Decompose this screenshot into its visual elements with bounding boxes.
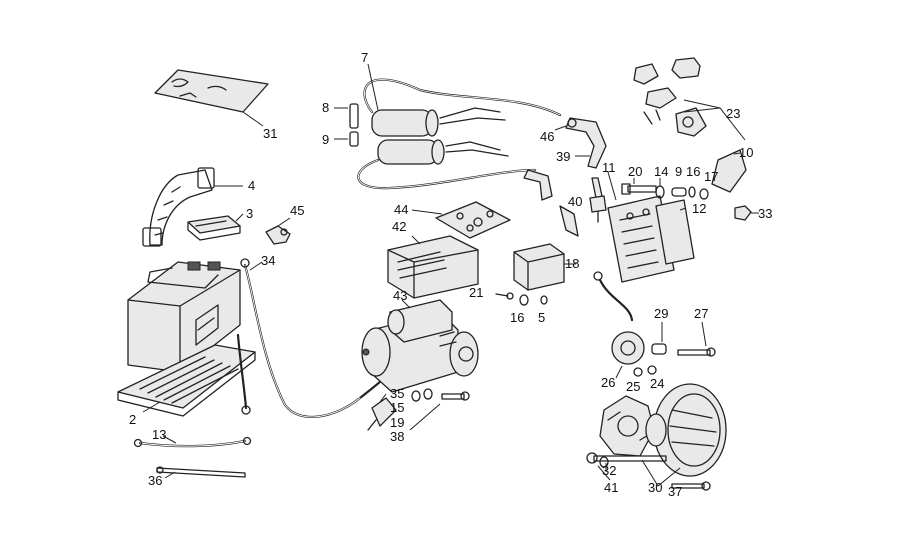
part-29-spacer	[651, 322, 667, 355]
callout-46: 46	[540, 129, 554, 144]
callout-42: 42	[392, 219, 406, 234]
callout-9b: 9	[675, 164, 682, 179]
callout-14: 14	[654, 164, 668, 179]
callout-43: 43	[393, 288, 407, 303]
callout-37: 37	[668, 484, 682, 499]
part-35-terminal	[367, 393, 397, 431]
part-battery	[127, 261, 241, 373]
callout-45: 45	[290, 203, 304, 218]
part-10-rubber-boot	[711, 149, 747, 193]
part-19-washer	[423, 388, 433, 400]
callout-29: 29	[654, 306, 668, 321]
part-39-spark-plug-cap	[523, 155, 590, 201]
callout-16b: 16	[510, 310, 524, 325]
callout-38: 38	[390, 429, 404, 444]
callout-5: 5	[538, 310, 545, 325]
callout-30: 30	[648, 480, 662, 495]
callout-3: 3	[246, 206, 253, 221]
callout-39: 39	[556, 149, 570, 164]
callout-9: 9	[322, 132, 329, 147]
callout-32: 32	[602, 463, 616, 478]
callout-10: 10	[739, 145, 753, 160]
callout-31: 31	[263, 126, 277, 141]
callout-23: 23	[726, 106, 740, 121]
callout-4: 4	[248, 178, 255, 193]
part-43-starter-motor	[361, 299, 479, 393]
callout-7: 7	[361, 50, 368, 65]
callout-labels: 31 7 8 9 46 39 23 10 11 20 14 9 16 17 12…	[129, 50, 772, 499]
callout-35: 35	[390, 386, 404, 401]
part-25-washer	[633, 367, 643, 377]
callout-40: 40	[568, 194, 582, 209]
callout-11: 11	[602, 160, 616, 175]
callout-36: 36	[148, 473, 162, 488]
part-41-washer	[597, 456, 611, 481]
part-2-battery-tray	[117, 344, 256, 417]
part-42-starter-cover	[387, 235, 479, 299]
part-44-gasket-set	[411, 201, 511, 239]
part-33-nut	[734, 205, 759, 221]
part-16a-washer	[688, 186, 696, 198]
callout-44: 44	[394, 202, 408, 217]
callout-34: 34	[261, 253, 275, 268]
part-16b-washer	[519, 294, 529, 306]
part-9b-spacer	[671, 187, 687, 197]
callout-2: 2	[129, 412, 136, 427]
callout-25: 25	[626, 379, 640, 394]
part-21-screw	[495, 292, 514, 300]
callout-17: 17	[704, 169, 718, 184]
callout-16a: 16	[686, 164, 700, 179]
callout-15: 15	[390, 400, 404, 415]
callout-33: 33	[758, 206, 772, 221]
callout-18: 18	[565, 256, 579, 271]
part-27-bolt	[677, 321, 716, 357]
part-24-nut	[647, 365, 657, 375]
callout-13: 13	[152, 427, 166, 442]
part-26-pickup-sensor	[593, 271, 645, 379]
callout-27: 27	[694, 306, 708, 321]
part-15-nut	[411, 390, 421, 402]
part-36-cable-strap	[156, 466, 246, 479]
part-17-nut	[699, 188, 709, 200]
part-7-ignition-coils	[357, 63, 562, 190]
part-5-nut	[540, 295, 548, 305]
part-18-relay	[513, 243, 576, 291]
callout-41: 41	[604, 480, 618, 495]
part-37-screw	[671, 481, 711, 491]
callout-20: 20	[628, 164, 642, 179]
callout-12: 12	[692, 201, 706, 216]
callout-24: 24	[650, 376, 664, 391]
part-14-washer	[655, 178, 665, 199]
part-13-cable	[133, 435, 252, 448]
callout-26: 26	[601, 375, 615, 390]
part-4-battery-strap	[142, 167, 243, 247]
part-11-voltage-regulator	[607, 171, 695, 283]
callout-19: 19	[390, 415, 404, 430]
part-46-spark-plug-cap	[554, 117, 607, 169]
part-32-bolt	[586, 452, 667, 472]
part-30-alternator	[599, 383, 727, 487]
part-23-ignition-switch	[633, 57, 746, 141]
part-9-spacer	[334, 131, 359, 147]
part-45-connector-cap	[265, 217, 291, 245]
part-8-bolt	[334, 103, 359, 129]
callout-8: 8	[322, 100, 329, 115]
part-20-screw	[621, 178, 657, 195]
callout-21: 21	[469, 285, 483, 300]
part-31-manual-sheet	[154, 69, 269, 127]
part-40-spark-plug	[559, 177, 607, 237]
part-3-battery-pad	[187, 213, 244, 241]
part-38-bolt	[409, 391, 470, 431]
